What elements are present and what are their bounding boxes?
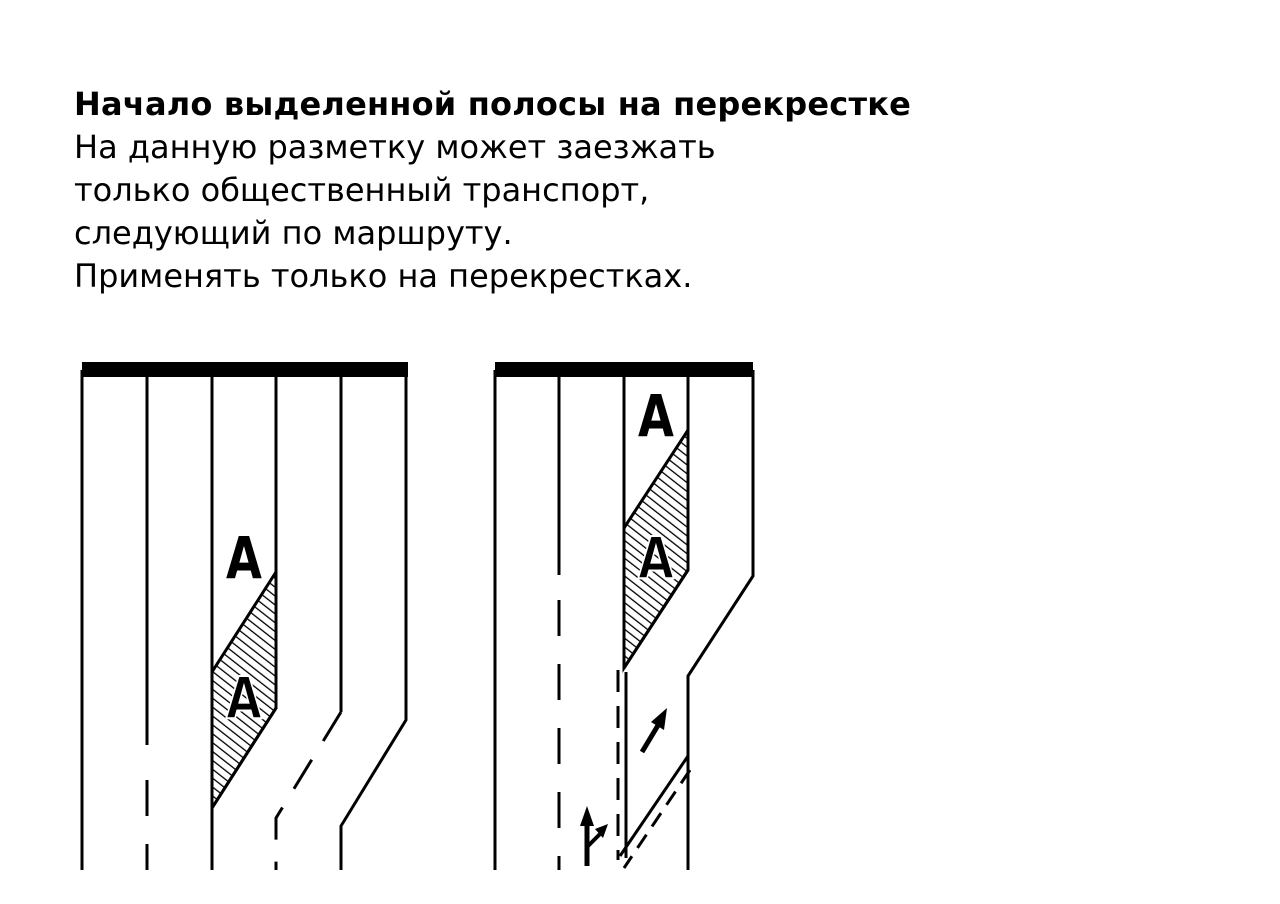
lane-letter-hatched-left: А: [226, 665, 262, 732]
lane-line-5-dashed-shift: [274, 711, 343, 870]
lane-letter-upper-left: А: [226, 525, 262, 592]
description-line-1: На данную разметку может заезжать: [74, 128, 716, 166]
description-line-4: Применять только на перекрестках.: [74, 257, 693, 295]
stop-line-left: [82, 362, 408, 377]
text-block: Начало выделенной полосы на перекрестке …: [74, 82, 1074, 298]
lane-letter-hatched-right: А: [638, 525, 674, 592]
description-line-3: следующий по маршруту.: [74, 214, 513, 252]
right-diagram-right-edge: [686, 370, 755, 870]
right-edge-line-left: [339, 370, 408, 870]
straight-and-right-arrow-icon: [580, 806, 608, 866]
right-lower-diagonal-dashed: [622, 769, 692, 869]
hatched-area-left: [210, 566, 278, 814]
diagram-left: А А: [80, 362, 408, 870]
description-line-2: только общественный транспорт,: [74, 171, 650, 209]
page-title: Начало выделенной полосы на перекрестке: [74, 85, 912, 123]
diagram-right: А А: [493, 362, 755, 870]
straight-arrow-icon: [639, 708, 667, 754]
right-lower-diagonal-solid: [618, 755, 690, 857]
hatched-area-right: [622, 424, 690, 674]
lane-letter-upper-right: А: [638, 383, 674, 450]
